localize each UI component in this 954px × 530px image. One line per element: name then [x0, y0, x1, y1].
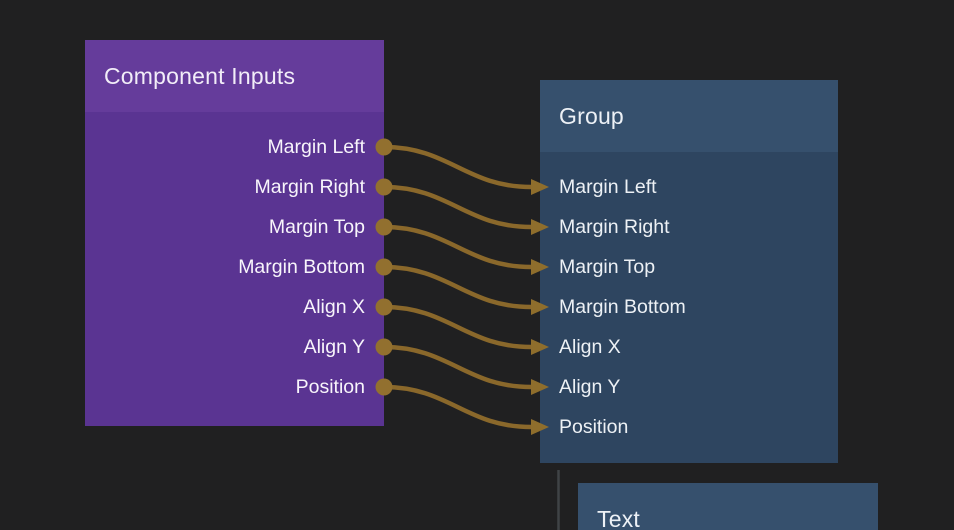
port-row-position[interactable]: Position [295, 376, 365, 398]
port-row-align-x[interactable]: Align X [559, 336, 621, 358]
output-port-dot[interactable] [375, 178, 393, 196]
port-row-align-y[interactable]: Align Y [303, 336, 365, 358]
wire-path [381, 344, 534, 390]
output-port-dot[interactable] [375, 218, 393, 236]
node-title: Group [559, 102, 624, 129]
node-component-inputs-header[interactable]: Component Inputs [85, 40, 384, 112]
port-row-margin-bottom[interactable]: Margin Bottom [559, 296, 686, 318]
wire-arrowhead-icon [531, 219, 549, 235]
output-port-dot[interactable] [375, 338, 393, 356]
port-row-margin-top[interactable]: Margin Top [268, 216, 365, 238]
wire-arrowhead-icon [531, 339, 549, 355]
output-port-dot[interactable] [375, 258, 393, 276]
connection-wire[interactable] [375, 138, 550, 196]
wire-path [381, 184, 534, 230]
node-group-header[interactable]: Group [540, 80, 838, 152]
node-title: Text [597, 505, 640, 530]
port-row-margin-right[interactable]: Margin Right [559, 216, 670, 238]
port-row-margin-left[interactable]: Margin Left [559, 176, 657, 198]
wire-arrowhead-icon [531, 299, 549, 315]
connection-wire[interactable] [375, 338, 550, 396]
wire-path [381, 224, 534, 270]
wire-path [381, 384, 534, 430]
node-text-header[interactable]: Text [578, 483, 878, 530]
port-row-margin-left[interactable]: Margin Left [267, 136, 365, 158]
connection-wire[interactable] [375, 258, 550, 316]
port-row-margin-bottom[interactable]: Margin Bottom [238, 256, 365, 278]
connection-wire[interactable] [375, 378, 550, 436]
connection-wire[interactable] [375, 298, 550, 356]
port-row-position[interactable]: Position [559, 416, 629, 438]
wire-path [381, 304, 534, 350]
wire-arrowhead-icon [531, 179, 549, 195]
connection-wire[interactable] [375, 178, 550, 236]
port-row-margin-top[interactable]: Margin Top [559, 256, 656, 278]
node-text[interactable]: Text [578, 483, 878, 530]
wire-path [381, 144, 534, 190]
output-port-dot[interactable] [375, 298, 393, 316]
connection-wire[interactable] [375, 218, 550, 276]
wire-path [381, 264, 534, 310]
port-row-align-y[interactable]: Align Y [559, 376, 621, 398]
port-row-align-x[interactable]: Align X [303, 296, 365, 318]
wire-arrowhead-icon [531, 419, 549, 435]
wire-arrowhead-icon [531, 259, 549, 275]
wire-arrowhead-icon [531, 379, 549, 395]
output-port-dot[interactable] [375, 378, 393, 396]
node-title: Component Inputs [104, 62, 296, 89]
port-row-margin-right[interactable]: Margin Right [254, 176, 365, 198]
output-port-dot[interactable] [375, 138, 393, 156]
